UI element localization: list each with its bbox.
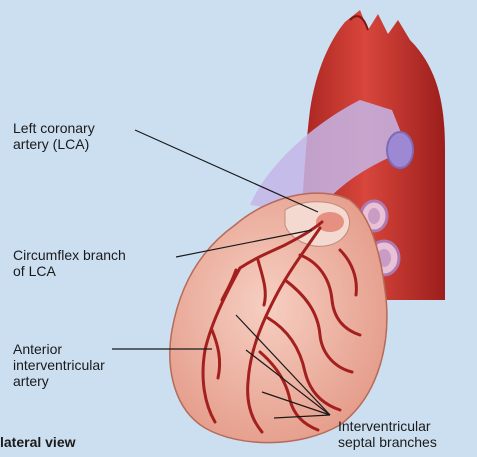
label-anterior-interventricular-artery: Anterior interventricular artery: [13, 341, 105, 389]
view-caption: lateral view: [0, 434, 76, 450]
label-left-coronary-artery: Left coronary artery (LCA): [13, 120, 95, 152]
pulmonary-artery-opening: [387, 132, 413, 168]
label-septal-branches: Interventricular septal branches: [338, 418, 437, 450]
heart: [170, 193, 387, 443]
label-circumflex-branch: Circumflex branch of LCA: [13, 247, 126, 279]
